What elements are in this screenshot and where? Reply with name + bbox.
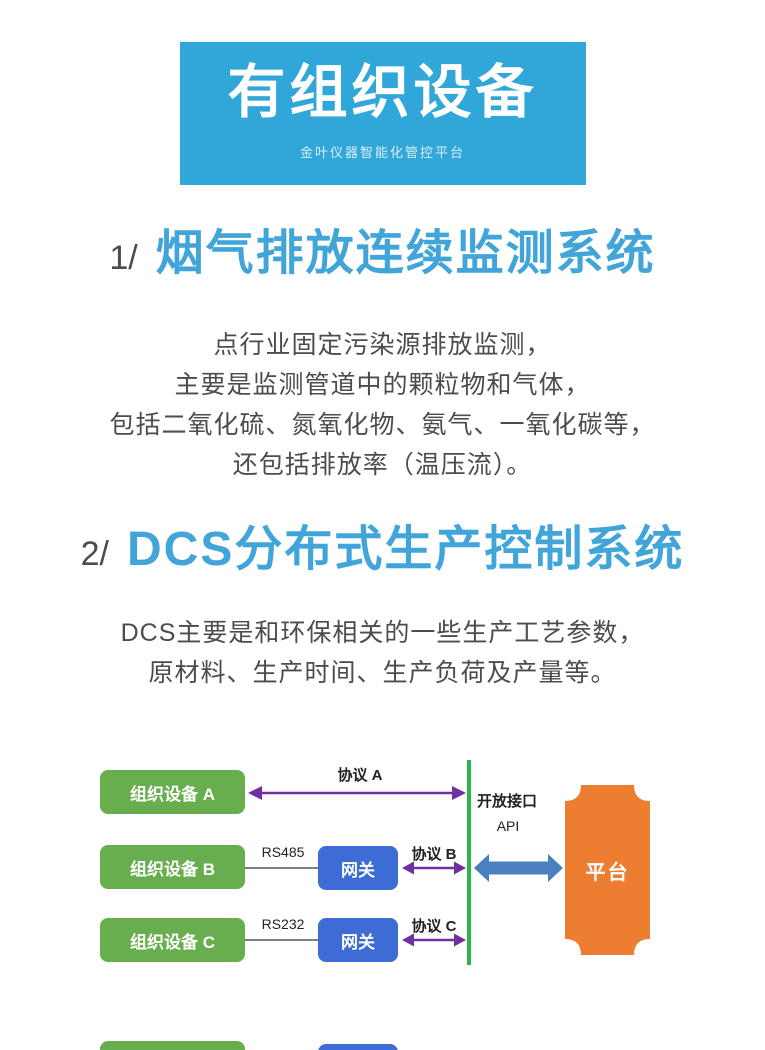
rs232-label: RS232 — [261, 916, 305, 932]
device-b-node: 组织设备 B — [100, 845, 245, 889]
paragraph-line: DCS主要是和环保相关的一些生产工艺参数， — [120, 619, 645, 647]
partial-gateway-node — [318, 1044, 398, 1050]
protocol-c-arrowhead-left — [402, 933, 414, 947]
platform-shape — [565, 785, 650, 955]
architecture-diagram: 组织设备 A 组织设备 B 组织设备 C 网关 网关 协议 A RS485 协议… — [0, 740, 765, 1050]
protocol-b-arrowhead-left — [402, 861, 414, 875]
paragraph-line: 主要是监测管道中的颗粒物和气体， — [174, 371, 591, 399]
paragraph-line: 原材料、生产时间、生产负荷及产量等。 — [148, 659, 617, 687]
protocol-a-arrowhead-left — [248, 786, 262, 800]
section1-title: 烟气排放连续监测系统 — [155, 227, 656, 280]
section1-number: 1/ — [109, 239, 138, 277]
open-interface-label: 开放接口 — [477, 793, 538, 810]
protocol-c-label: 协议 C — [411, 918, 457, 935]
protocol-c-arrowhead-right — [454, 933, 466, 947]
protocol-b-label: 协议 B — [411, 846, 457, 863]
section2-title: DCS分布式生产控制系统 — [127, 523, 685, 576]
device-c-node: 组织设备 C — [100, 918, 245, 962]
gateway-node: 网关 — [318, 918, 398, 962]
banner-title: 有组织设备 — [227, 60, 538, 125]
protocol-b-arrowhead-right — [454, 861, 466, 875]
paragraph-line: 还包括排放率（温压流）。 — [232, 451, 533, 479]
protocol-a-arrowhead-right — [452, 786, 466, 800]
section1-heading: 1/ 烟气排放连续监测系统 — [0, 223, 765, 285]
gateway-node: 网关 — [318, 846, 398, 890]
rs485-label: RS485 — [261, 844, 305, 860]
api-label: API — [496, 818, 520, 834]
diagram-connectors — [245, 760, 650, 965]
section2-number: 2/ — [80, 535, 109, 573]
paragraph-line: 点行业固定污染源排放监测， — [213, 331, 552, 359]
platform-link-arrow — [474, 854, 563, 882]
banner-subtitle: 金叶仪器智能化管控平台 — [299, 145, 465, 160]
partial-device-node — [100, 1041, 245, 1050]
platform-label: 平台 — [585, 861, 630, 884]
section2-heading: 2/ DCS分布式生产控制系统 — [0, 519, 765, 581]
section1-paragraph: 点行业固定污染源排放监测， 主要是监测管道中的颗粒物和气体， 包括二氧化硫、氮氧… — [0, 325, 765, 485]
section2-paragraph: DCS主要是和环保相关的一些生产工艺参数， 原材料、生产时间、生产负荷及产量等。 — [0, 613, 765, 693]
banner: 有组织设备 金叶仪器智能化管控平台 — [179, 42, 586, 185]
protocol-a-label: 协议 A — [337, 767, 383, 784]
device-a-node: 组织设备 A — [100, 770, 245, 814]
paragraph-line: 包括二氧化硫、氮氧化物、氨气、一氧化碳等， — [109, 411, 656, 439]
